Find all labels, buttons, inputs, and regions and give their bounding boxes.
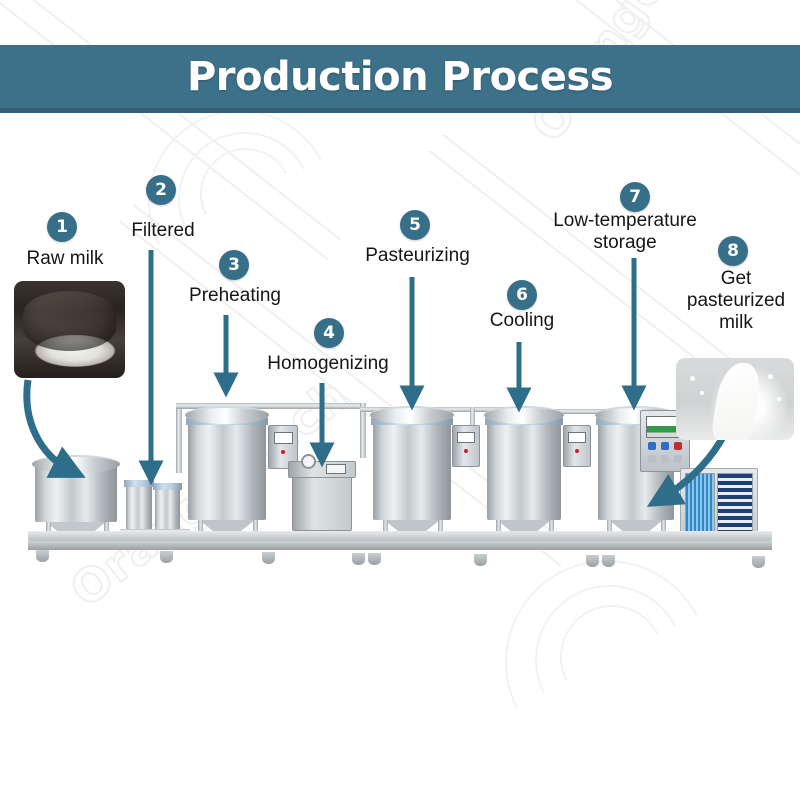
pipe-riser [176, 403, 182, 473]
step-label-text-1: Raw milk [26, 248, 104, 269]
hmi-button-3[interactable] [674, 442, 682, 450]
storage-leg-r [661, 520, 666, 540]
step-label-2: Filtered [113, 220, 213, 242]
homogenizer-pressure-gauge [301, 454, 316, 469]
page-title: Production Process [186, 53, 614, 100]
chiller-grill [717, 473, 753, 539]
storage-leg-l [607, 520, 612, 540]
step-label-8: Get pasteurized milk [676, 268, 796, 334]
frame-foot [368, 553, 381, 565]
step-number-6: 6 [507, 280, 537, 310]
tank-lid [184, 406, 270, 424]
unit-cooling-tank [484, 406, 564, 520]
step-label-6: Cooling [467, 310, 577, 332]
step-label-4: Homogenizing [248, 353, 408, 375]
unit-preheating-tank [184, 406, 270, 520]
step-label-1: Raw milk [10, 248, 120, 270]
frame-foot [474, 554, 487, 566]
step-number-8: 8 [718, 236, 748, 266]
step-label-5: Pasteurizing [340, 245, 495, 267]
panel-display [568, 432, 586, 443]
tank-shell [487, 420, 561, 520]
step-number-2: 2 [146, 175, 176, 205]
unit-pasteurizing-tank [369, 406, 455, 520]
step-label-text-5: Pasteurizing [365, 245, 470, 266]
step-number-5: 5 [400, 210, 430, 240]
frame-foot [352, 553, 365, 565]
tank-lid [369, 406, 455, 424]
step-badge-7[interactable]: 7 [620, 182, 650, 212]
tank-rim [31, 455, 121, 473]
step-number-7: 7 [620, 182, 650, 212]
step-number-1: 1 [47, 212, 77, 242]
base-frame-top [28, 531, 772, 541]
step-badge-1[interactable]: 1 [47, 212, 77, 242]
base-frame-face [28, 541, 772, 550]
frame-foot [752, 556, 765, 568]
step-label-text-2: Filtered [131, 220, 195, 241]
header-banner-shadow [0, 108, 800, 113]
step-label-3: Preheating [170, 285, 300, 307]
unit-filter-pot-b [155, 487, 180, 530]
raw-milk-photo [14, 281, 125, 378]
hmi-button-2[interactable] [661, 442, 669, 450]
step-badge-5[interactable]: 5 [400, 210, 430, 240]
chiller-condenser-fins [685, 473, 715, 539]
panel-indicator [575, 449, 579, 453]
step-badge-6[interactable]: 6 [507, 280, 537, 310]
step-label-text-7: Low-temperature storage [553, 210, 697, 253]
filter-a-collar [124, 480, 154, 487]
step-label-text-8: Get pasteurized milk [686, 268, 786, 333]
cooling-control-panel[interactable] [563, 425, 591, 467]
step-number-4: 4 [314, 318, 344, 348]
panel-indicator [281, 450, 285, 454]
unit-homogenizer [292, 474, 352, 531]
step-label-text-3: Preheating [189, 285, 281, 306]
step-badge-8[interactable]: 8 [718, 236, 748, 266]
panel-display [457, 432, 475, 443]
frame-foot [586, 555, 599, 567]
step-number-3: 3 [219, 250, 249, 280]
unit-receiving-tank [31, 455, 121, 522]
unit-filter-pot-a [126, 484, 152, 530]
hmi-button-1[interactable] [648, 442, 656, 450]
frame-foot [160, 551, 173, 563]
panel-display [274, 432, 293, 444]
hmi-button-5[interactable] [661, 455, 669, 463]
frame-foot [262, 552, 275, 564]
step-badge-4[interactable]: 4 [314, 318, 344, 348]
pasteurized-milk-splash-photo [676, 358, 794, 440]
filter-b-collar [153, 483, 182, 490]
tank-shell [188, 420, 266, 520]
step-label-7: Low-temperature storage [540, 210, 710, 254]
hmi-button-4[interactable] [648, 455, 656, 463]
step-badge-3[interactable]: 3 [219, 250, 249, 280]
tank-shell [373, 420, 451, 520]
pasteurizing-control-panel[interactable] [452, 425, 480, 467]
hmi-button-6[interactable] [674, 455, 682, 463]
homogenizer-display [326, 464, 346, 474]
frame-foot [602, 555, 615, 567]
step-label-text-6: Cooling [489, 310, 555, 331]
frame-foot [36, 550, 49, 562]
step-label-text-4: Homogenizing [267, 353, 389, 374]
panel-indicator [464, 449, 468, 453]
step-badge-2[interactable]: 2 [146, 175, 176, 205]
tank-lid [484, 406, 564, 424]
